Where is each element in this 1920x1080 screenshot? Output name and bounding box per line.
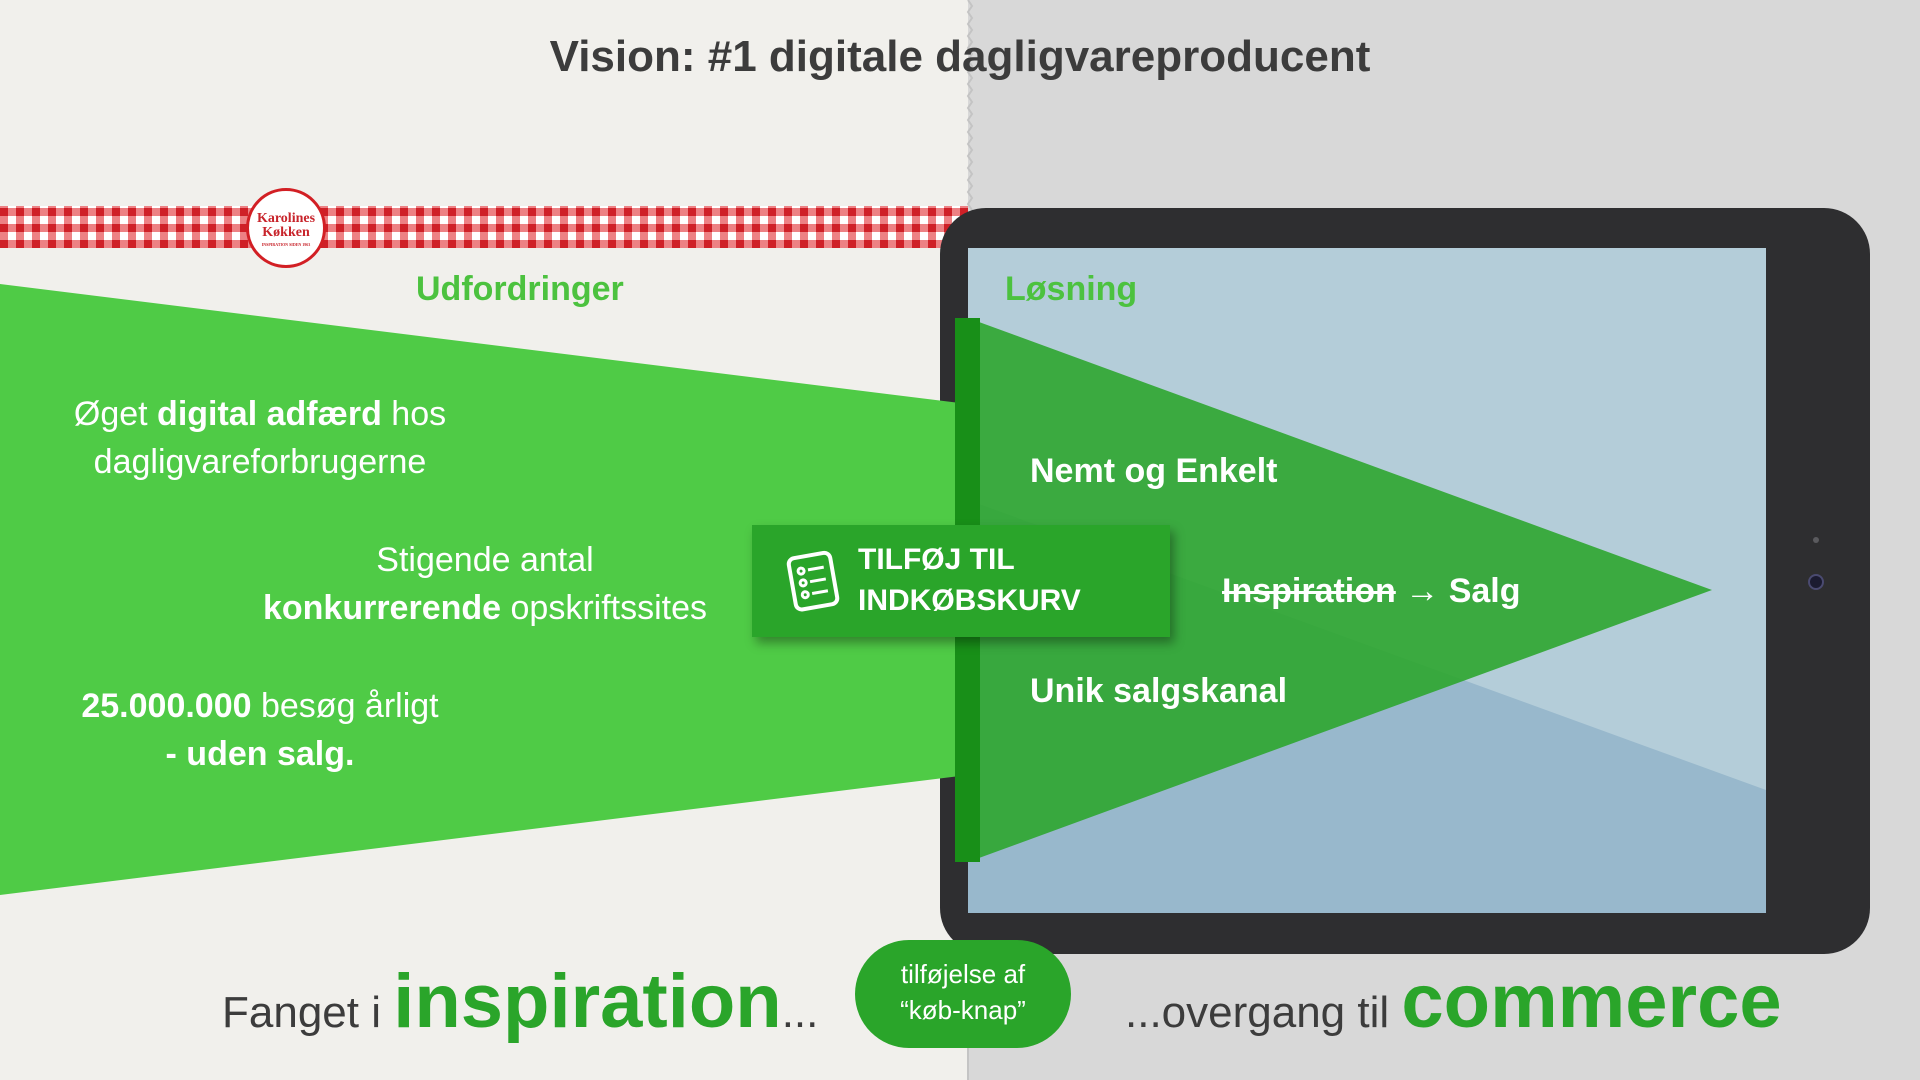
challenge-digital-behavior: Øget digital adfærd hos dagligvareforbru… [73,395,447,481]
right-triangle [968,318,1712,862]
shopping-list-icon [786,550,840,612]
solution-inspiration-to-sale: Inspiration → Salg [1222,572,1521,610]
add-to-cart-button[interactable]: TILFØJ TIL INDKØBSKURV [752,525,1170,637]
transition-to-commerce: ...overgang til commerce [1125,959,1782,1044]
brand-logo: Karolines Køkken INSPIRATION SIDEN 1963 [246,188,326,268]
challenges-heading: Udfordringer [416,270,624,308]
tablet-camera [1808,574,1824,590]
cta-line2: INDKØBSKURV [858,584,1081,617]
page-title: Vision: #1 digitale dagligvareproducent [549,32,1371,81]
cta-line1: TILFØJ TIL [858,543,1015,576]
challenge-visits-no-sales: 25.000.000 besøg årligt - uden salg. [81,687,439,773]
solution-easy: Nemt og Enkelt [1030,452,1278,490]
left-funnel [0,284,968,895]
arrow-right-icon: → [1405,572,1440,610]
caught-in-inspiration: Fanget i inspiration... [222,959,819,1044]
solution-heading: Løsning [1005,270,1138,308]
gingham-strip [0,206,968,248]
solution-unique-channel: Unik salgskanal [1030,672,1288,710]
buy-button-addition-badge: tilføjelse af “køb-knap” [855,940,1071,1048]
challenge-competing-sites: Stigende antal konkurrerende opskriftssi… [262,541,708,627]
tablet-sensor [1813,537,1819,543]
